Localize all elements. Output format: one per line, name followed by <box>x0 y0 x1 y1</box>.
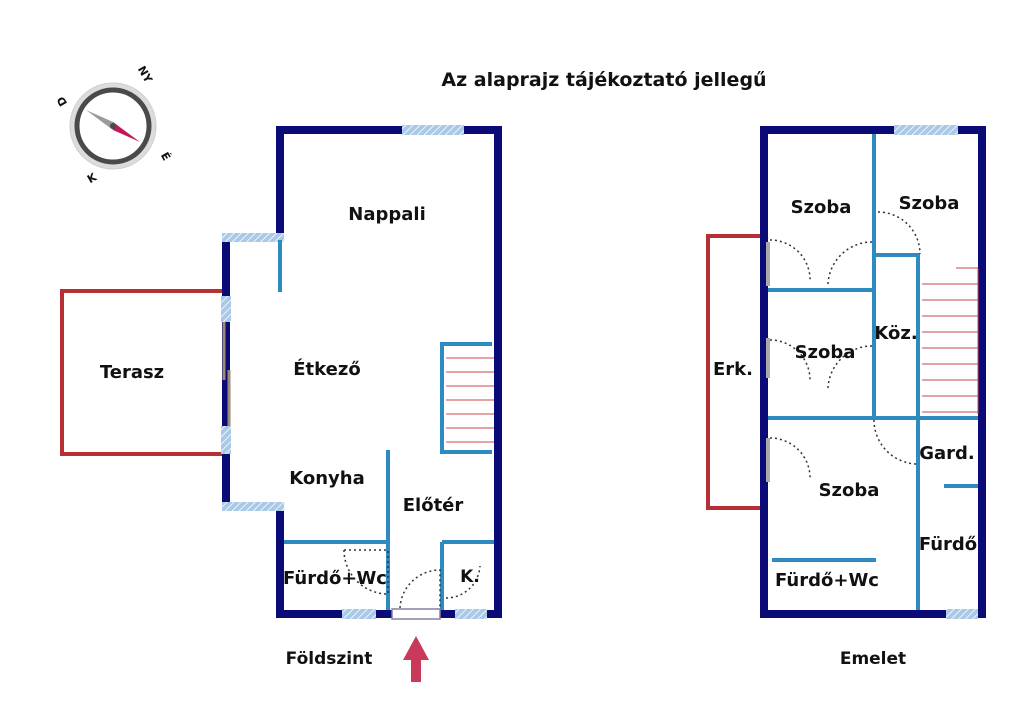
upper-floor-plan: Szoba Szoba Szoba Köz. Erk. Gard. Szoba … <box>706 125 986 669</box>
compass: É K D NY <box>54 64 173 186</box>
ground-outer-walls <box>222 126 502 618</box>
compass-letter-ny: NY <box>135 64 155 86</box>
room-label-nappali: Nappali <box>348 204 425 225</box>
ground-floor-plan: Nappali Étkező Konyha Előtér Fürdő+Wc K.… <box>60 125 502 682</box>
ground-floor-caption: Földszint <box>286 649 373 669</box>
plan-title: Az alaprajz tájékoztató jellegű <box>441 69 766 91</box>
ground-stairs <box>446 357 494 443</box>
compass-letter-k: K <box>85 170 99 186</box>
window <box>342 609 376 619</box>
room-label-terasz: Terasz <box>100 362 164 383</box>
room-label-erkely: Erk. <box>713 359 753 380</box>
upper-stairs <box>922 267 979 414</box>
balcony-outline <box>706 234 764 510</box>
upper-outer-walls <box>760 126 986 618</box>
window <box>946 609 978 619</box>
compass-letter-e: É <box>158 150 173 163</box>
room-label-szoba-3: Szoba <box>795 342 856 363</box>
upper-door-swings <box>769 211 921 481</box>
room-label-koz: Köz. <box>874 323 917 344</box>
window <box>221 296 231 322</box>
upper-floor-caption: Emelet <box>840 649 906 669</box>
room-label-furdo-wc: Fürdő+Wc <box>283 568 387 589</box>
room-label-etkezo: Étkező <box>293 358 360 380</box>
room-label-furdo: Fürdő <box>919 534 977 555</box>
room-label-konyha: Konyha <box>289 468 365 489</box>
room-label-szoba-4: Szoba <box>819 480 880 501</box>
window <box>402 125 464 135</box>
room-label-kamra: K. <box>460 567 480 587</box>
terrace-outline <box>60 289 222 456</box>
room-label-szoba-1: Szoba <box>791 197 852 218</box>
window <box>894 125 958 135</box>
room-label-gard: Gard. <box>919 443 975 464</box>
compass-needle-icon <box>86 110 113 130</box>
room-label-eloter: Előtér <box>403 495 464 516</box>
entrance-door <box>391 608 441 620</box>
room-label-furdo-wc-upper: Fürdő+Wc <box>775 570 879 591</box>
room-label-szoba-2: Szoba <box>899 193 960 214</box>
window <box>221 426 231 454</box>
entrance-arrow-icon <box>403 636 429 682</box>
ground-inner-walls <box>278 240 494 610</box>
upper-inner-walls <box>768 134 978 610</box>
compass-letter-d: D <box>54 94 70 108</box>
window <box>455 609 487 619</box>
ground-door-swings <box>343 549 481 609</box>
